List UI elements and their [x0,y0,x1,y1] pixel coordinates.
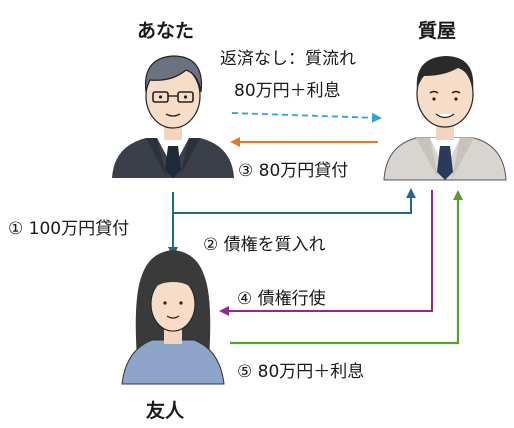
step4-label: ④ 債権行使 [237,289,326,309]
arrow-step5 [230,190,463,345]
party-pawnshop-label: 質屋 [418,20,457,42]
party-you-label: あなた [137,20,195,42]
step1-label: ① 100万円貸付 [8,219,130,239]
arrow-default-flow [231,112,382,123]
arrow-step2 [173,188,416,214]
step5-label: ⑤ 80万円＋利息 [237,362,365,382]
step2-label: ② 債権を質入れ [203,235,326,255]
step3-label: ③ 80万円貸付 [238,161,349,181]
default-flow-label-line2: 80万円＋利息 [234,81,341,101]
default-flow-label-line1: 返済なし：質流れ [220,49,356,69]
arrow-step4 [219,190,433,316]
party-friend-label: 友人 [146,400,185,422]
